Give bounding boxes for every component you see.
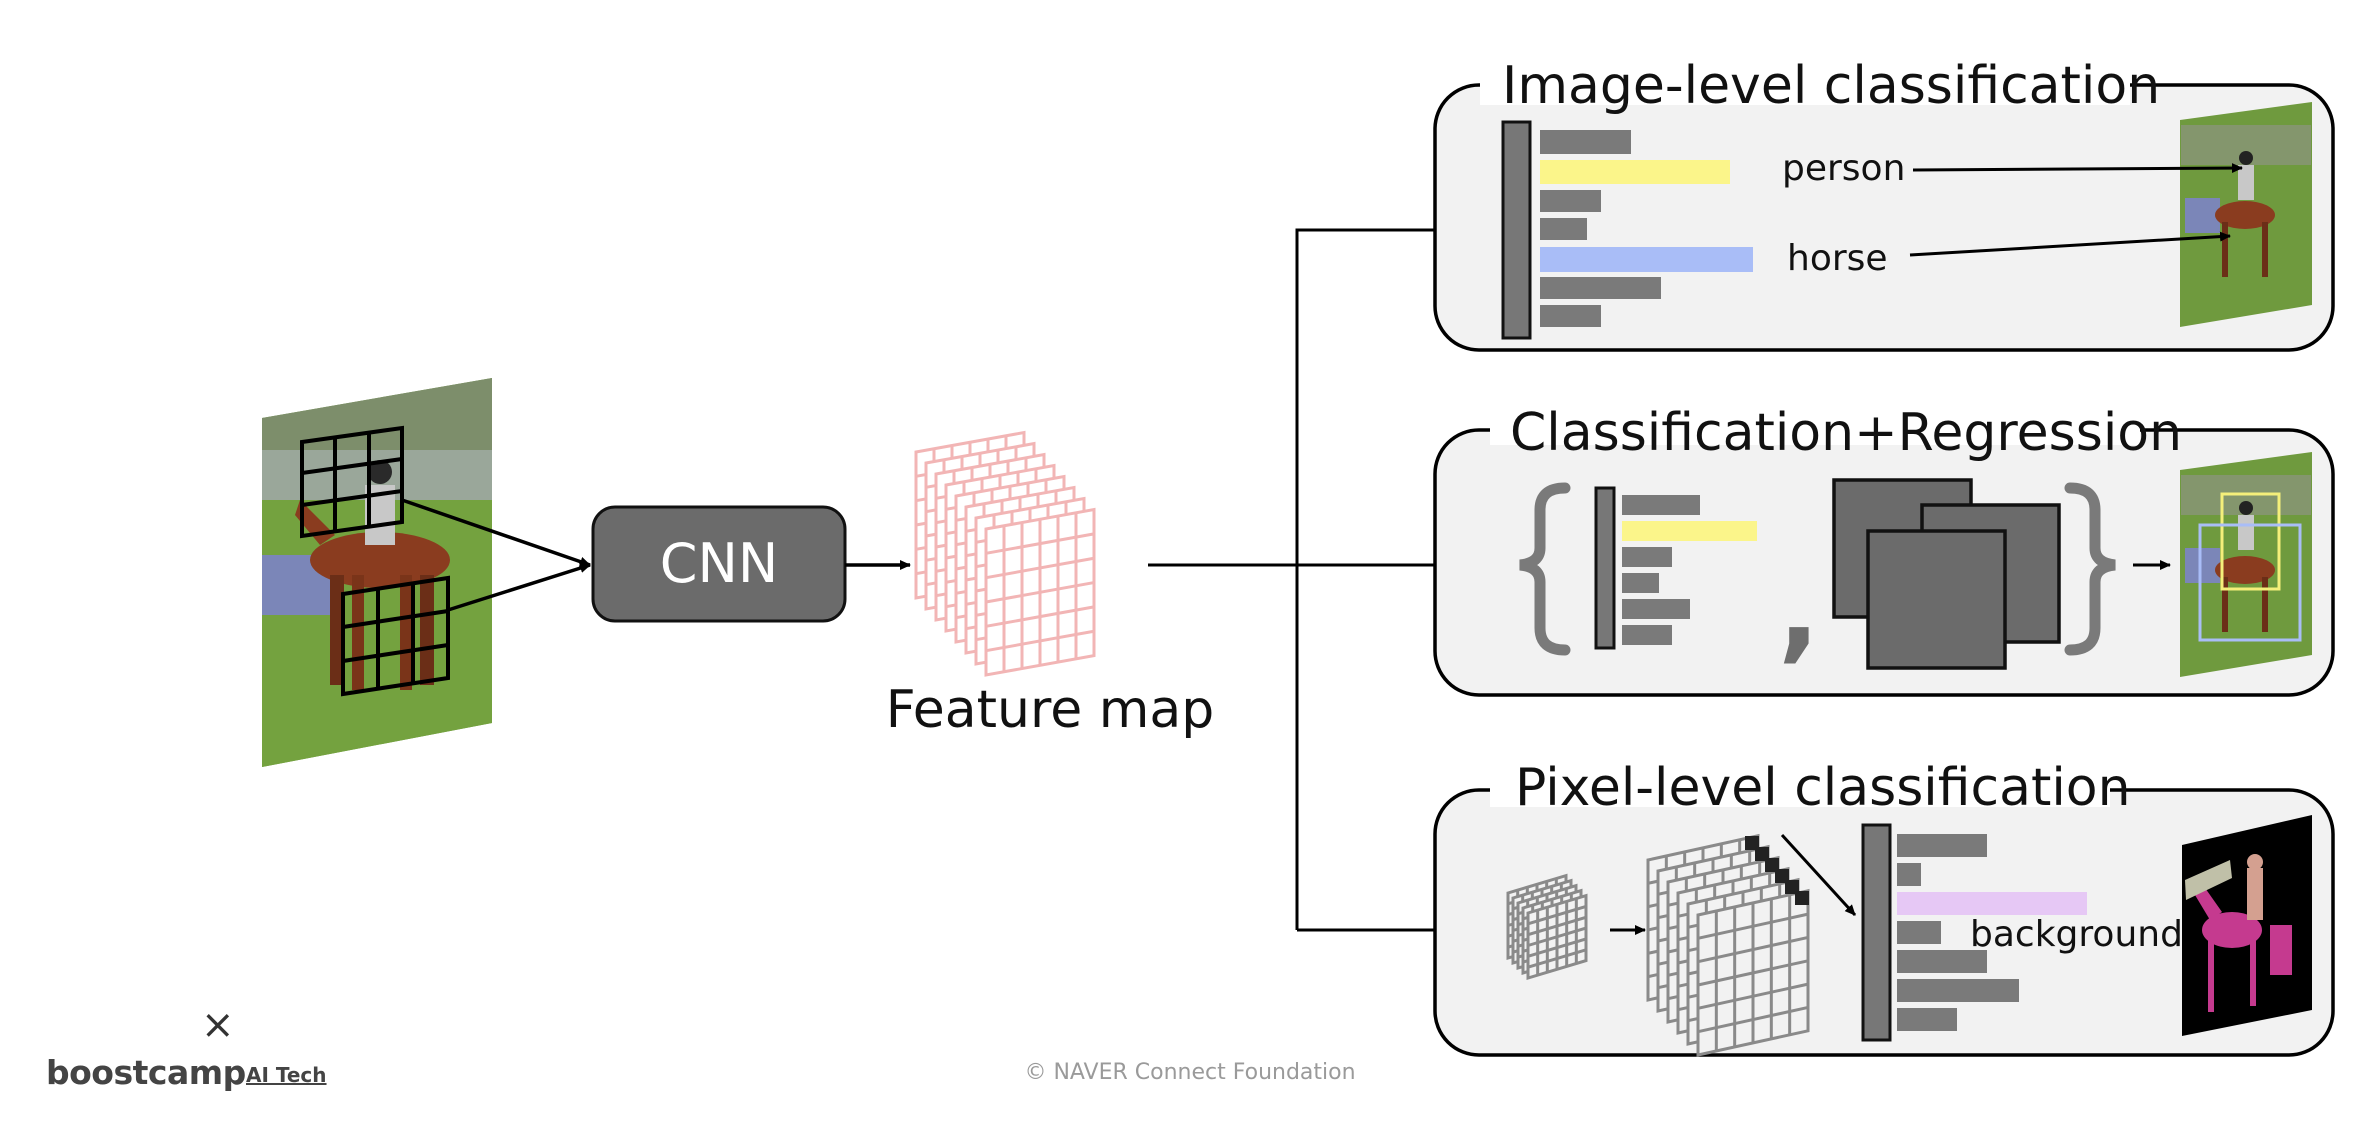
input-to-cnn-arrows <box>401 498 591 612</box>
copyright: © NAVER Connect Foundation <box>1024 1060 1356 1085</box>
cls-reg-separator: , <box>1778 546 1820 674</box>
feature-map-layer <box>984 507 1096 677</box>
panel3-segmentation-image <box>2182 815 2312 1036</box>
stack-edge-cell <box>1745 836 1759 850</box>
cnn-block: CNN <box>591 505 847 623</box>
stack-edge-cell <box>1765 858 1779 872</box>
logo-name: boostcamp <box>46 1053 246 1092</box>
panel-pixel-level: Pixel-level classification background <box>1433 758 2335 1057</box>
logo-sub: AI Tech <box>246 1063 327 1087</box>
panel-classification-regression: Classification+Regression , <box>1433 403 2335 697</box>
small-feature-cube <box>1506 873 1588 981</box>
cnn-label: CNN <box>660 532 779 595</box>
label-background: background <box>1970 914 2183 955</box>
panel1-image <box>2180 102 2312 327</box>
panel-image-level: Image-level classification person horse <box>1433 56 2335 352</box>
stack-edge-cell <box>1795 891 1809 905</box>
stack-edge-cell <box>1775 869 1789 883</box>
logo-mark-icon: × <box>201 1002 235 1048</box>
input-image <box>262 378 492 767</box>
panel2-image <box>2180 452 2312 677</box>
stack-edge-cell <box>1755 847 1769 861</box>
panel-pixel-level-title: Pixel-level classification <box>1515 758 2131 818</box>
feature-map-label: Feature map <box>886 680 1215 740</box>
stack-edge-cell <box>1785 880 1799 894</box>
small-cube-layer <box>1526 893 1588 981</box>
stack-layer <box>1696 888 1810 1057</box>
feature-map <box>914 430 1096 677</box>
upsampled-feature-stack <box>1646 833 1810 1057</box>
panel-image-level-title: Image-level classification <box>1502 56 2160 116</box>
label-person: person <box>1782 148 1905 189</box>
panel-cls-reg-title: Classification+Regression <box>1510 403 2182 463</box>
label-horse: horse <box>1787 238 1888 279</box>
